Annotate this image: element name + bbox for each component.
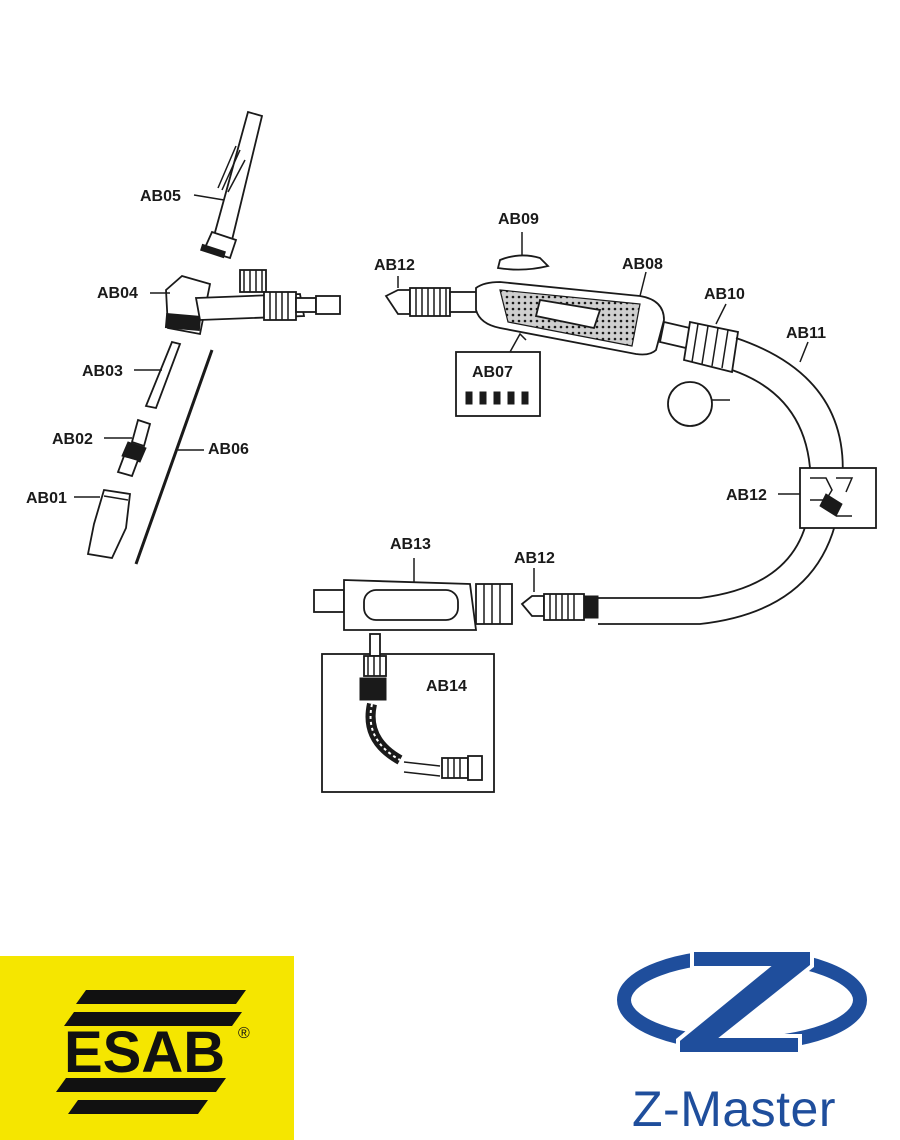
collet-ab03: [134, 340, 182, 410]
label-ab07: AB07: [472, 364, 513, 381]
screws-box-ab07: [455, 332, 541, 417]
label-ab14: AB14: [426, 678, 467, 695]
torch-body-ab04: [150, 269, 341, 336]
collet-body-ab02: [104, 418, 152, 478]
nut-ab10: [658, 303, 740, 427]
connector-ab12-top: [384, 276, 479, 317]
label-ab02: AB02: [52, 431, 93, 448]
label-ab10: AB10: [704, 286, 745, 303]
back-cap-ab05: [193, 110, 264, 260]
label-ab03: AB03: [82, 363, 123, 380]
cover-ab09: [496, 232, 550, 271]
label-ab12-inline: AB12: [726, 487, 767, 504]
esab-registered-mark: ®: [238, 1025, 250, 1042]
esab-logo-text: ESAB: [64, 1020, 225, 1085]
zmaster-logo: Z-Master: [617, 948, 867, 1137]
label-ab11: AB11: [786, 325, 826, 342]
tungsten-electrode-ab06: [134, 349, 214, 565]
label-ab12-bottom: AB12: [514, 550, 555, 567]
label-ab09: AB09: [498, 211, 539, 228]
label-ab01: AB01: [26, 490, 67, 507]
plug-ab13: [313, 558, 513, 631]
label-ab05: AB05: [140, 188, 181, 205]
handle-ab08: [475, 271, 665, 356]
connector-ab12-bottom: [520, 568, 599, 621]
label-ab08: AB08: [622, 256, 663, 273]
esab-logo: ESAB ®: [0, 956, 294, 1140]
nozzle-ab01: [74, 488, 131, 560]
adapter-box-ab14: [321, 633, 495, 793]
label-ab12-top: AB12: [374, 257, 415, 274]
label-ab04: AB04: [97, 285, 138, 302]
connector-ab12-inline: [778, 467, 877, 529]
label-ab13: AB13: [390, 536, 431, 553]
zmaster-logo-text: Z-Master: [632, 1081, 836, 1137]
label-ab06: AB06: [208, 441, 249, 458]
